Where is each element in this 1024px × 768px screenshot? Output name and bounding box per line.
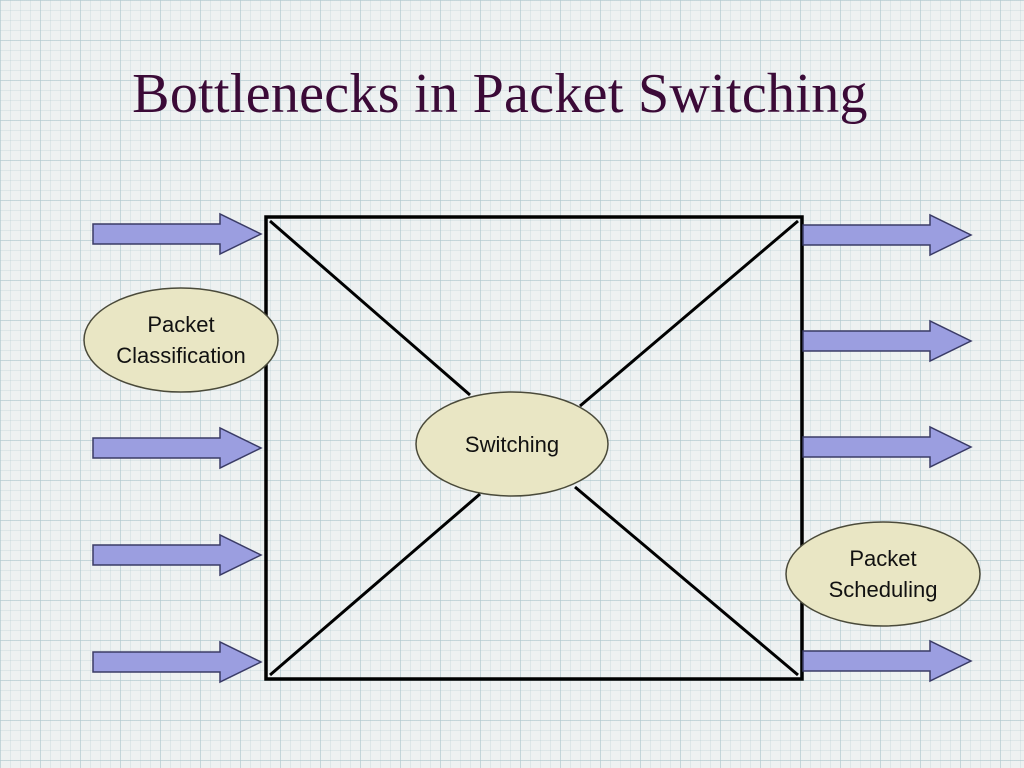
crossbar-line-top-left xyxy=(269,219,471,397)
crossbar-line-bottom-right xyxy=(574,485,799,677)
packet-scheduling-node: Packet Scheduling xyxy=(785,521,981,627)
input-arrow-1 xyxy=(92,212,263,256)
input-arrow-3 xyxy=(92,533,263,577)
input-arrow-4 xyxy=(92,640,263,684)
output-arrow-3 xyxy=(802,425,973,469)
slide-title: Bottlenecks in Packet Switching xyxy=(132,63,868,125)
crossbar-line-top-right xyxy=(579,219,799,408)
switch-fabric-box xyxy=(264,215,804,681)
crossbar-line-bottom-left xyxy=(269,492,481,677)
packet-scheduling-label-line-2: Scheduling xyxy=(829,577,938,602)
switching-label: Switching xyxy=(465,432,559,457)
packet-classification-label-line-2: Classification xyxy=(116,343,246,368)
output-arrow-1 xyxy=(802,213,973,257)
packet-classification-label-line-1: Packet xyxy=(147,312,214,337)
packet-classification-node: Packet Classification xyxy=(83,287,279,393)
output-arrow-2 xyxy=(802,319,973,363)
input-arrow-2 xyxy=(92,426,263,470)
output-arrow-4 xyxy=(802,639,973,683)
packet-scheduling-label-line-1: Packet xyxy=(849,546,916,571)
switching-node: Switching xyxy=(415,391,609,497)
